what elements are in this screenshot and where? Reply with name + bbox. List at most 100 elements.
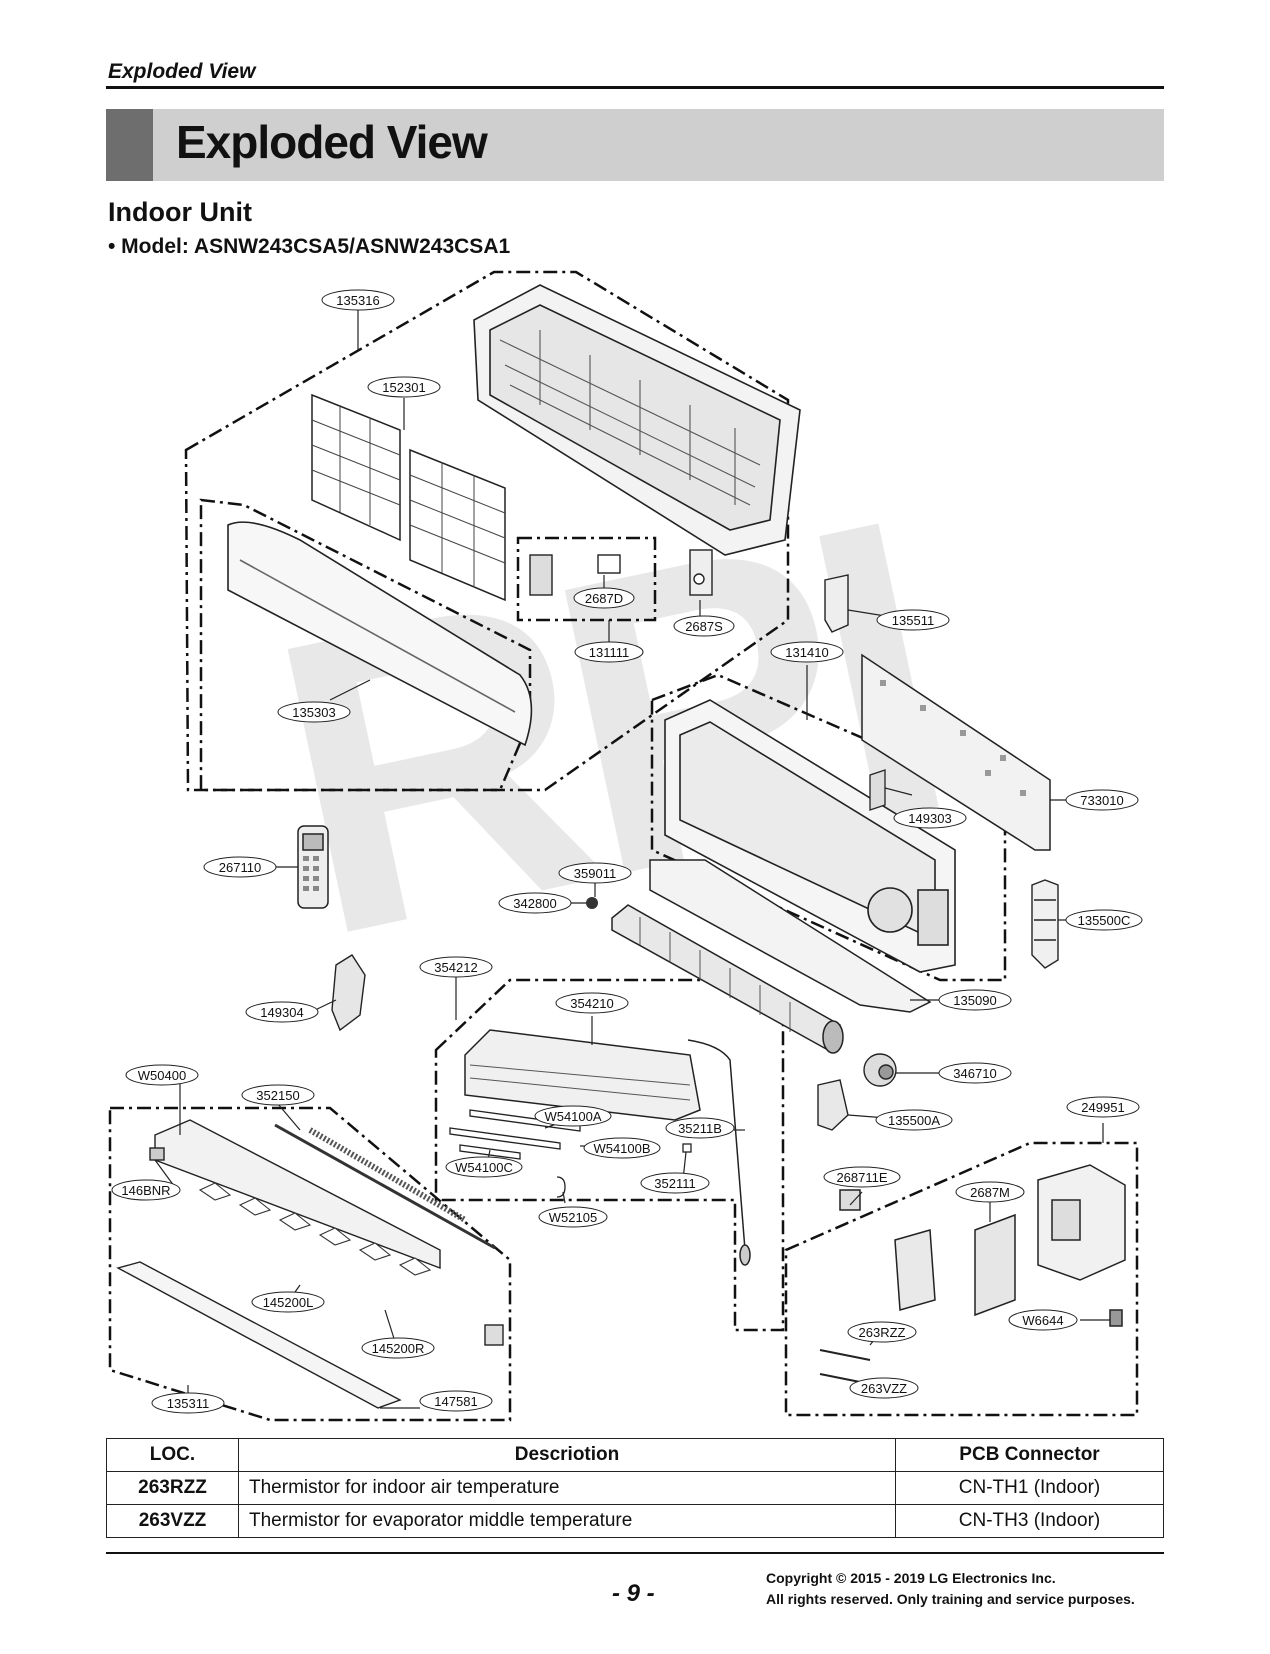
svg-text:W50400: W50400 — [138, 1068, 186, 1083]
svg-text:346710: 346710 — [953, 1066, 996, 1081]
callout-263RZZ: 263RZZ — [847, 1321, 917, 1343]
callout-135311: 135311 — [151, 1392, 225, 1414]
svg-text:354210: 354210 — [570, 996, 613, 1011]
svg-text:135316: 135316 — [336, 293, 379, 308]
svg-text:147581: 147581 — [434, 1394, 477, 1409]
svg-text:267110: 267110 — [219, 860, 261, 875]
callout-267110: 267110 — [203, 856, 277, 878]
cross-flow-fan-drawing — [611, 904, 844, 1054]
svg-text:354212: 354212 — [434, 960, 477, 975]
svg-text:131410: 131410 — [785, 645, 828, 660]
svg-text:2687D: 2687D — [585, 591, 623, 606]
callout-135500C: 135500C — [1065, 909, 1143, 931]
cell-connector: CN-TH1 (Indoor) — [895, 1471, 1164, 1505]
callout-135090: 135090 — [938, 989, 1012, 1011]
exploded-diagram: 135316 152301 135303 2687D 131111 2687S … — [108, 270, 1143, 1422]
vane-group-outline — [108, 1106, 512, 1422]
callout-2687S: 2687S — [673, 615, 735, 637]
thermistor-table: LOC. Descriotion PCB Connector 263RZZ Th… — [106, 1438, 1164, 1538]
control-box-outline — [784, 1141, 1139, 1417]
svg-text:W52105: W52105 — [549, 1210, 597, 1225]
callout-147581: 147581 — [419, 1390, 493, 1412]
svg-text:152301: 152301 — [382, 380, 425, 395]
display-assy-outline — [516, 536, 657, 622]
svg-text:131111: 131111 — [589, 645, 630, 660]
display-parts-drawing — [529, 549, 713, 596]
svg-text:149303: 149303 — [908, 811, 951, 826]
svg-text:149304: 149304 — [260, 1005, 303, 1020]
callout-2687D: 2687D — [573, 587, 635, 609]
callout-W50400: W50400 — [125, 1064, 199, 1086]
callout-135303: 135303 — [277, 701, 351, 723]
col-header-pcb-connector: PCB Connector — [895, 1438, 1164, 1472]
vane-assy-drawing — [116, 1119, 504, 1409]
svg-text:146BNR: 146BNR — [121, 1183, 170, 1198]
callout-359011: 359011 — [558, 862, 632, 884]
louver-cover-drawing — [331, 954, 366, 1032]
callout-346710: 346710 — [938, 1062, 1012, 1084]
drain-pan-drawing — [649, 859, 932, 1013]
table-row: 263VZZ Thermistor for evaporator middle … — [106, 1504, 1164, 1538]
svg-text:342800: 342800 — [513, 896, 556, 911]
remote-control-drawing — [297, 825, 329, 909]
callout-342800: 342800 — [498, 892, 572, 914]
callout-135316: 135316 — [321, 289, 395, 311]
callout-135511: 135511 — [876, 609, 950, 631]
installation-plate-drawing — [861, 653, 1051, 851]
copyright: Copyright © 2015 - 2019 LG Electronics I… — [766, 1568, 1135, 1610]
svg-text:W54100A: W54100A — [544, 1109, 601, 1124]
callout-268711E: 268711E — [823, 1166, 901, 1188]
callout-W52105: W52105 — [538, 1206, 608, 1228]
cell-connector: CN-TH3 (Indoor) — [895, 1504, 1164, 1538]
cell-loc: 263VZZ — [106, 1504, 239, 1538]
svg-text:2687M: 2687M — [970, 1185, 1010, 1200]
callout-145200R: 145200R — [361, 1337, 435, 1359]
col-header-description: Descriotion — [238, 1438, 896, 1472]
chassis-drawing — [664, 699, 956, 973]
front-cabinet-drawing — [473, 284, 801, 556]
side-cover-drawing — [1031, 879, 1059, 969]
title-accent — [106, 109, 153, 181]
cell-description: Thermistor for evaporator middle tempera… — [238, 1504, 896, 1538]
svg-text:733010: 733010 — [1080, 793, 1123, 808]
callout-352150: 352150 — [241, 1084, 315, 1106]
motor-drawing — [863, 1053, 897, 1087]
svg-text:268711E: 268711E — [836, 1170, 887, 1185]
callout-354210: 354210 — [555, 992, 629, 1014]
page-title: Exploded View — [176, 116, 488, 168]
front-panel-drawing — [227, 521, 533, 747]
svg-text:W6644: W6644 — [1022, 1313, 1063, 1328]
cell-loc: 263RZZ — [106, 1471, 239, 1505]
svg-text:W54100B: W54100B — [593, 1141, 650, 1156]
callout-733010: 733010 — [1065, 789, 1139, 811]
model-line: • Model: ASNW243CSA5/ASNW243CSA1 — [108, 235, 511, 258]
callout-35211B: 35211B — [665, 1117, 735, 1139]
callout-146BNR: 146BNR — [111, 1179, 181, 1201]
callout-W54100C: W54100C — [445, 1156, 523, 1178]
header-rule — [106, 86, 1164, 89]
air-filter-drawing — [311, 393, 506, 602]
copyright-line-2: All rights reserved. Only training and s… — [766, 1591, 1135, 1607]
callout-2687M: 2687M — [955, 1181, 1025, 1203]
svg-text:359011: 359011 — [574, 866, 616, 881]
section-title: Indoor Unit — [108, 197, 252, 227]
svg-text:135511: 135511 — [892, 613, 934, 628]
table-header-row: LOC. Descriotion PCB Connector — [106, 1438, 1164, 1472]
page-number: - 9 - — [612, 1580, 655, 1607]
copyright-line-1: Copyright © 2015 - 2019 LG Electronics I… — [766, 1570, 1056, 1586]
motor-holder-drawing — [817, 1079, 849, 1131]
callout-152301: 152301 — [367, 376, 441, 398]
callout-W54100B: W54100B — [583, 1137, 661, 1159]
bearing-drawing — [586, 897, 598, 909]
callout-W6644: W6644 — [1008, 1309, 1078, 1331]
callout-354212: 354212 — [419, 956, 493, 978]
svg-text:263VZZ: 263VZZ — [861, 1381, 907, 1396]
svg-text:352150: 352150 — [256, 1088, 299, 1103]
footer-rule — [106, 1552, 1164, 1554]
svg-text:135090: 135090 — [953, 993, 996, 1008]
svg-text:W54100C: W54100C — [455, 1160, 513, 1175]
evaporator-drawing — [464, 1029, 751, 1266]
callout-149303: 149303 — [893, 807, 967, 829]
table-row: 263RZZ Thermistor for indoor air tempera… — [106, 1471, 1164, 1505]
svg-text:145200R: 145200R — [372, 1341, 425, 1356]
